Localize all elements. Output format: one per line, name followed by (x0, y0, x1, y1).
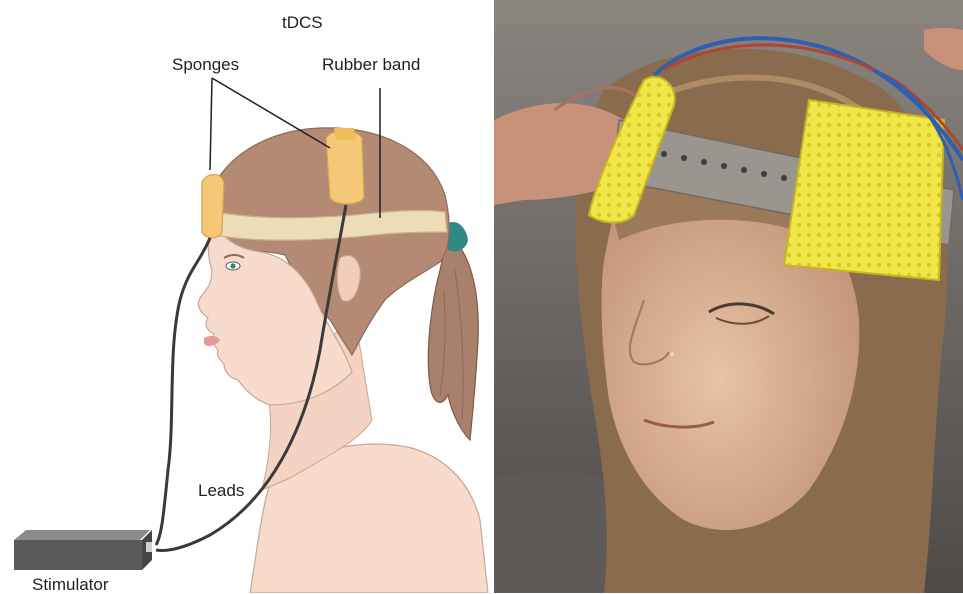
photo-sponge-main (784, 100, 944, 280)
tdcs-diagram-panel: tDCS Sponges Rubber band Leads Stimulato… (0, 0, 490, 593)
front-sponge (202, 175, 224, 239)
sponges-label: Sponges (172, 56, 239, 73)
tdcs-photo (494, 0, 963, 593)
leads-label: Leads (198, 482, 244, 499)
stimulator-box (14, 530, 152, 570)
diagram-title: tDCS (282, 14, 323, 31)
tdcs-illustration (0, 0, 490, 593)
stimulator-label: Stimulator (32, 576, 109, 593)
rubber-band-label: Rubber band (322, 56, 420, 73)
top-sponge (326, 131, 364, 205)
ponytail (428, 235, 478, 440)
tdcs-photo-panel (494, 0, 963, 593)
